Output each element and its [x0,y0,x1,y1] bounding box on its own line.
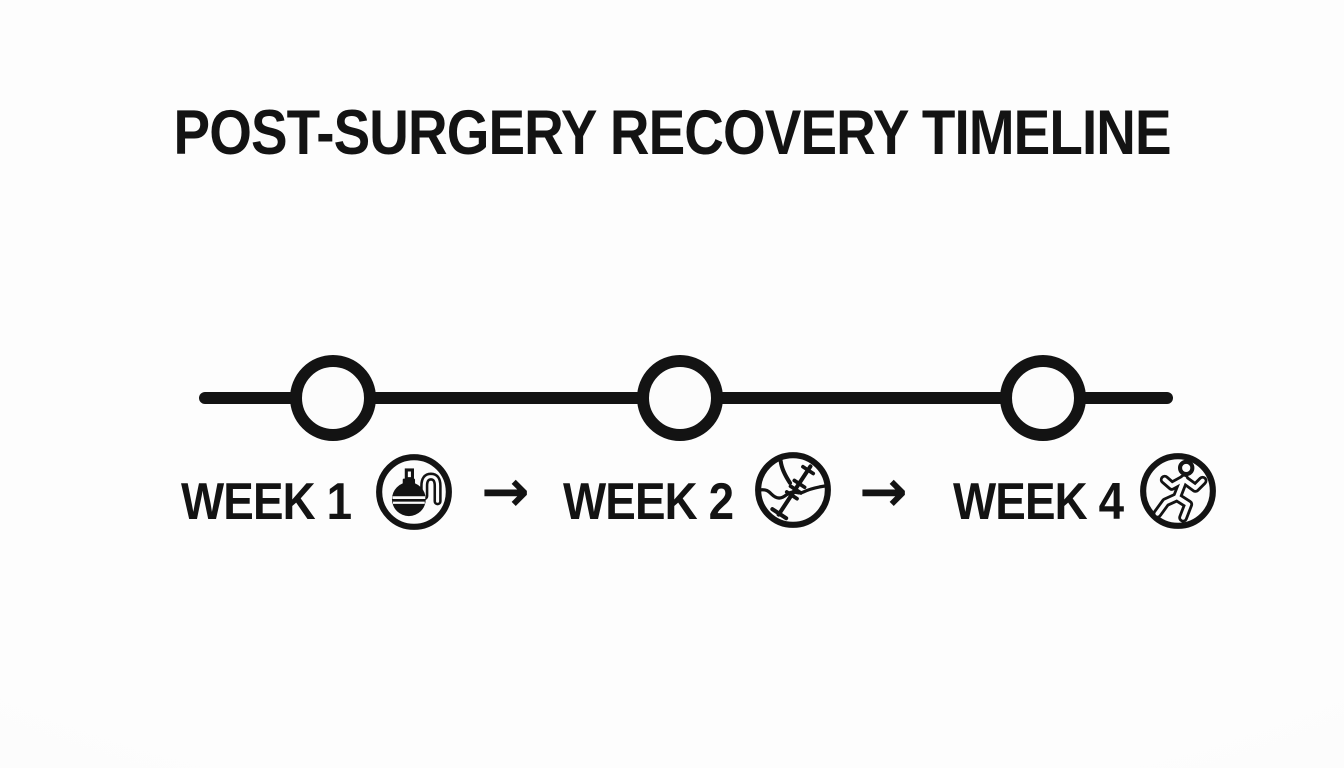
wound-stitches-icon [752,449,834,531]
milestone-label-week2: WEEK 2 [563,473,734,531]
surgical-drain-bulb-icon [373,451,455,533]
next-arrow-icon: → [481,457,530,525]
milestone-label-week4: WEEK 4 [953,473,1124,531]
title-row: POST-SURGERY RECOVERY TIMELINE [0,97,1344,169]
walking-person-icon [1137,450,1219,532]
timeline-track [199,355,1173,441]
timeline-node-week4 [1000,355,1086,441]
timeline-node-week2 [637,355,723,441]
timeline-node-week1 [290,355,376,441]
milestone-label-week1: WEEK 1 [181,473,352,531]
page-title: POST-SURGERY RECOVERY TIMELINE [173,98,1171,168]
next-arrow-icon: → [859,457,908,525]
